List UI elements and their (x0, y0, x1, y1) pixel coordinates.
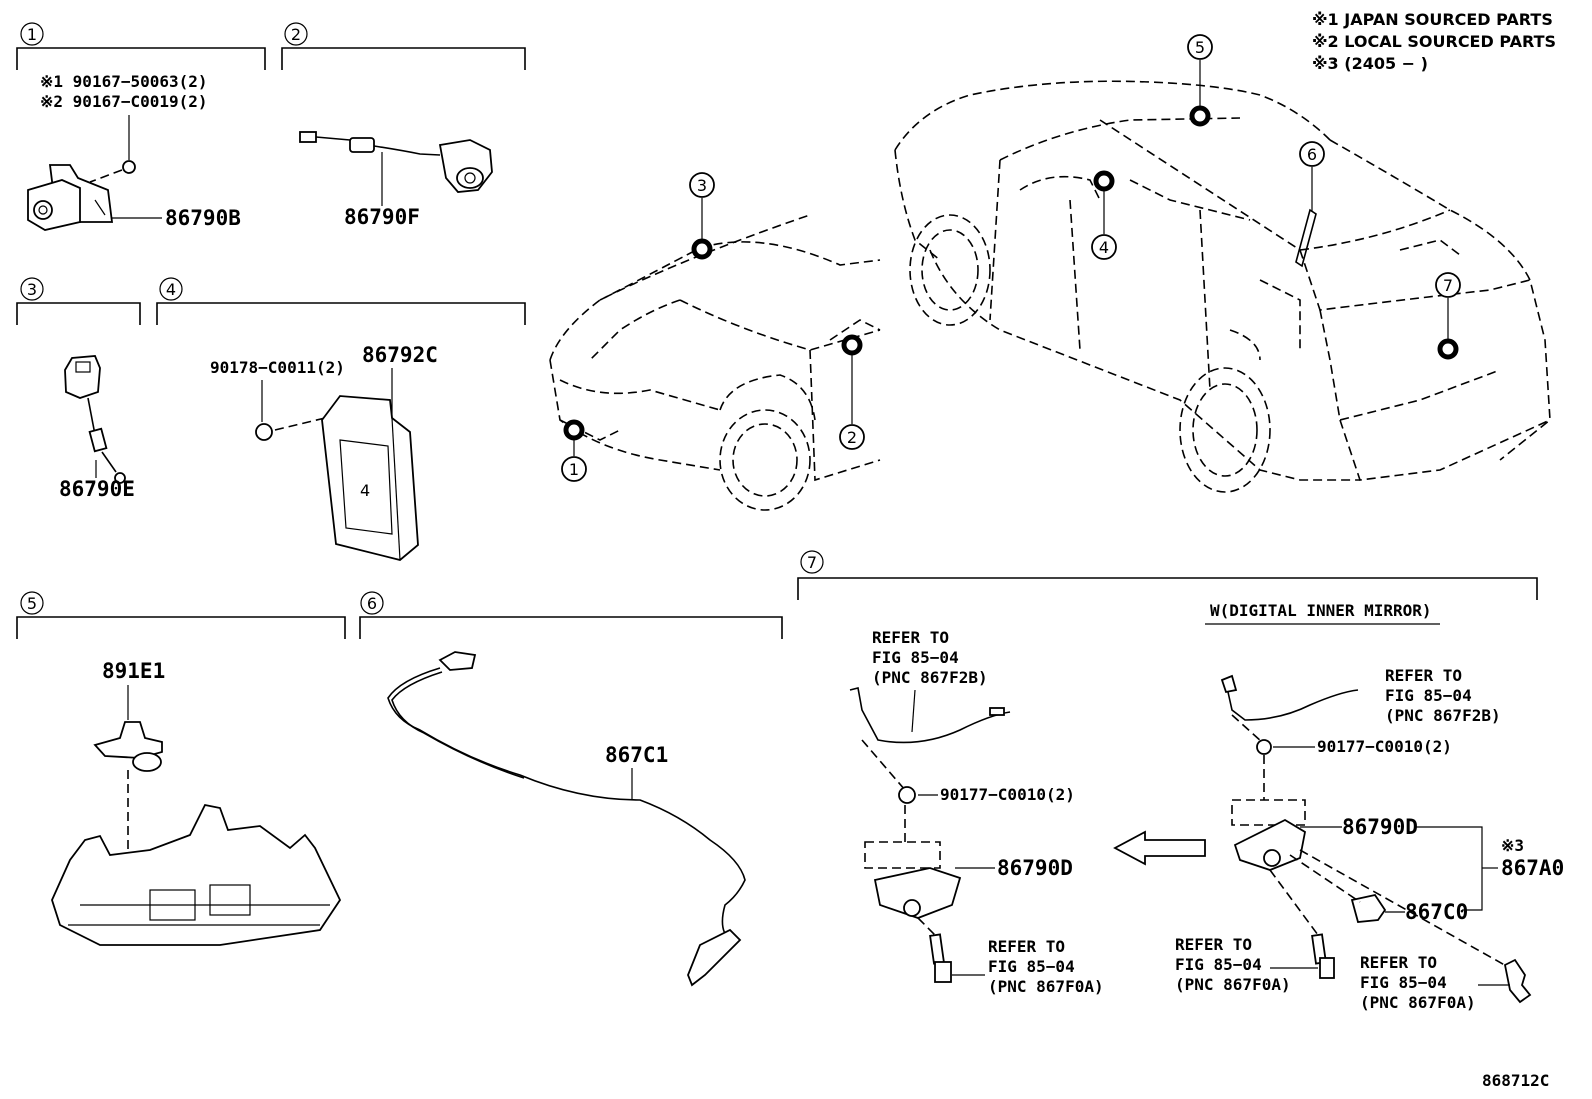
part-86790B: 86790B (165, 206, 241, 230)
section-5-number: 5 (27, 594, 37, 613)
left-refer-top-3: (PNC 867F2B) (872, 668, 988, 687)
section-6-number: 6 (367, 594, 377, 613)
camera-891E1 (93, 721, 163, 772)
left-connector-867F0A (929, 933, 952, 983)
direction-arrow (1113, 830, 1206, 866)
assy-mark: ※3 (1501, 836, 1524, 855)
source-notes: ※1 JAPAN SOURCED PARTS ※2 LOCAL SOURCED … (1312, 10, 1556, 73)
section-5: 5 891E1 (16, 591, 346, 946)
right-wire-867F2B (1220, 674, 1359, 721)
section-6: 6 867C1 (359, 591, 783, 987)
right-refer-mid-1: REFER TO (1175, 935, 1252, 954)
bolt-label-japan: ※1 90167−50063(2) (40, 72, 208, 91)
right-refer-top-2: FIG 85−04 (1385, 686, 1472, 705)
left-wire-867F2B (849, 687, 1011, 744)
right-connector-far (1503, 958, 1532, 1004)
right-refer-mid-2: FIG 85−04 (1175, 955, 1262, 974)
overhead-console (51, 803, 342, 946)
ecu-module-86792C: 4 (321, 395, 419, 561)
section-1-number: 1 (27, 25, 37, 44)
left-refer-bottom-3: (PNC 867F0A) (988, 977, 1104, 996)
harness-867C1 (387, 651, 746, 987)
section-3-number: 3 (27, 280, 37, 299)
side-camera-86790F (299, 131, 493, 193)
left-camera-86790D (873, 867, 962, 919)
sensor-86790E (64, 355, 126, 484)
figure-id: 868712C (1482, 1071, 1549, 1090)
part-86790F: 86790F (344, 205, 420, 229)
part-86792C: 86792C (362, 343, 438, 367)
bolt-label-local: ※2 90167−C0019(2) (40, 92, 208, 111)
svg-text:4: 4 (360, 481, 370, 500)
vehicle-front-callouts: 3 2 1 (561, 172, 865, 482)
assy-867A0: 867A0 (1501, 856, 1564, 880)
part-867C0: 867C0 (1405, 900, 1468, 924)
vehicle-rear-callouts: 5 4 6 7 (1091, 34, 1461, 341)
left-clip-90177-C0010: 90177−C0010(2) (940, 785, 1075, 804)
section-3: 3 86790E (16, 277, 141, 501)
part-867C1: 867C1 (605, 743, 668, 767)
section-4-number: 4 (166, 280, 176, 299)
front-camera-86790B (27, 164, 114, 231)
callout-6-rear: 6 (1307, 145, 1317, 164)
right-refer-far-3: (PNC 867F0A) (1360, 993, 1476, 1012)
callout-5-rear: 5 (1195, 38, 1205, 57)
left-refer-top-1: REFER TO (872, 628, 949, 647)
right-refer-far-2: FIG 85−04 (1360, 973, 1447, 992)
clip-90178-C0011: 90178−C0011(2) (210, 358, 345, 377)
part-86790E: 86790E (59, 477, 135, 501)
vehicle-rear-view (894, 80, 1551, 493)
note-date-range: ※3 (2405 − ) (1312, 54, 1428, 73)
callout-2-front: 2 (847, 428, 857, 447)
callout-3-front: 3 (697, 176, 707, 195)
callout-1-front: 1 (569, 460, 579, 479)
section-7-number: 7 (807, 553, 817, 572)
left-refer-top-2: FIG 85−04 (872, 648, 959, 667)
callout-7-rear: 7 (1443, 276, 1453, 295)
right-connector-mid (1311, 933, 1335, 979)
module-867C0 (1350, 893, 1387, 923)
section-2: 2 86790F (281, 22, 526, 229)
right-part-86790D: 86790D (1342, 815, 1418, 839)
section-1: 1 ※1 90167−50063(2) ※2 90167−C0019(2) 86… (16, 22, 266, 231)
section-7: 7 W(DIGITAL INNER MIRROR) REFER TO FIG 8… (797, 550, 1564, 1012)
callout-4-rear: 4 (1099, 238, 1109, 257)
right-camera-86790D (1233, 818, 1307, 871)
right-refer-top-3: (PNC 867F2B) (1385, 706, 1501, 725)
right-refer-far-1: REFER TO (1360, 953, 1437, 972)
left-part-86790D: 86790D (997, 856, 1073, 880)
right-clip-90177-C0010: 90177−C0010(2) (1317, 737, 1452, 756)
right-refer-top-1: REFER TO (1385, 666, 1462, 685)
note-local-sourced: ※2 LOCAL SOURCED PARTS (1312, 32, 1556, 51)
part-891E1: 891E1 (102, 659, 165, 683)
left-refer-bottom-1: REFER TO (988, 937, 1065, 956)
note-japan-sourced: ※1 JAPAN SOURCED PARTS (1312, 10, 1553, 29)
section-4: 4 90178−C0011(2) 86792C 4 (156, 277, 526, 561)
left-refer-bottom-2: FIG 85−04 (988, 957, 1075, 976)
variant-digital-inner-mirror: W(DIGITAL INNER MIRROR) (1210, 601, 1432, 620)
vehicle-front-view (549, 214, 881, 511)
right-refer-mid-3: (PNC 867F0A) (1175, 975, 1291, 994)
section-2-number: 2 (291, 25, 301, 44)
